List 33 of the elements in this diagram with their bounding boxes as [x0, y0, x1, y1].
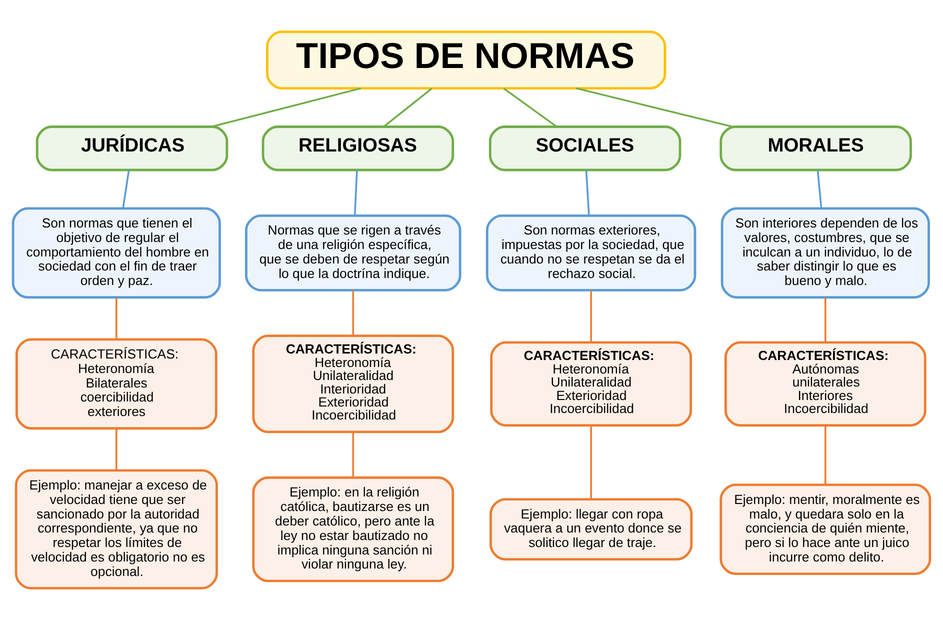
node-box: CARACTERÍSTICAS: Autónomas unilaterales Interiores Incoercibilidad [724, 340, 926, 426]
connector [503, 87, 558, 127]
connector [352, 290, 354, 336]
node-box: CARACTERÍSTICAS: Heteronomía Unilateralidad Exterioridad Incoercibilidad [490, 340, 692, 426]
connector [212, 86, 362, 128]
node-box: Ejemplo: en la religión católica, bautizarse es un deber católico, pero ante la ley no estar bautizado no implica ninguna sanción ni violar ninguna ley. [252, 476, 454, 582]
connector [352, 432, 354, 477]
node-box: Ejemplo: llegar con ropa vaquera a un evento donce se solitico llegar de traje. [490, 498, 693, 560]
connector [354, 170, 358, 215]
connector [585, 170, 590, 215]
node-box: MORALES [720, 125, 912, 171]
connector [816, 170, 822, 208]
connector [116, 297, 118, 339]
connector [122, 170, 130, 208]
node-box: TIPOS DE NORMAS [266, 30, 666, 89]
connector [590, 290, 592, 342]
connector [824, 425, 826, 484]
connector [824, 297, 826, 342]
node-box: Son normas exteriores, impuestas por la sociedad, que cuando no se respetan se da el rechazo social. [486, 214, 696, 291]
node-box: Ejemplo: manejar a exceso de velocidad tiene que ser sancionado por la autoridad correspondiente, ya que no respetar los límites de velocidad es obligatorio no es opcional. [14, 468, 218, 589]
node-box: JURÍDICAS [36, 125, 228, 171]
connector [116, 428, 118, 470]
node-box: SOCIALES [488, 125, 682, 171]
node-box: RELIGIOSAS [262, 125, 454, 171]
connector [383, 87, 432, 127]
connector [590, 425, 592, 499]
node-box: CARACTERÍSTICAS: Heteronomía Unilateralidad Interioridad Exterioridad Incoercibilidad [252, 334, 454, 433]
node-box: Ejemplo: mentir, moralmente es malo, y quedara solo en la conciencia de quién miente, pero si lo hace ante un juico incurre como delito. [720, 483, 932, 574]
node-box: Normas que se rigen a través de una religión específica, que se deben de respetar según lo que la doctrína indique. [244, 214, 462, 291]
node-box: Son interiores dependen de los valores, costumbres, que se inculcan a un individuo, lo de saber distingir lo que es bueno y malo. [720, 206, 930, 298]
connector [576, 86, 732, 128]
node-box: Son normas que tienen el objetivo de regular el comportamiento del hombre en sociedad con el fin de traer orden y paz. [12, 206, 221, 298]
node-box: CARACTERÍSTICAS: Heteronomía Bilaterales coercibilidad exteriores [15, 338, 218, 430]
